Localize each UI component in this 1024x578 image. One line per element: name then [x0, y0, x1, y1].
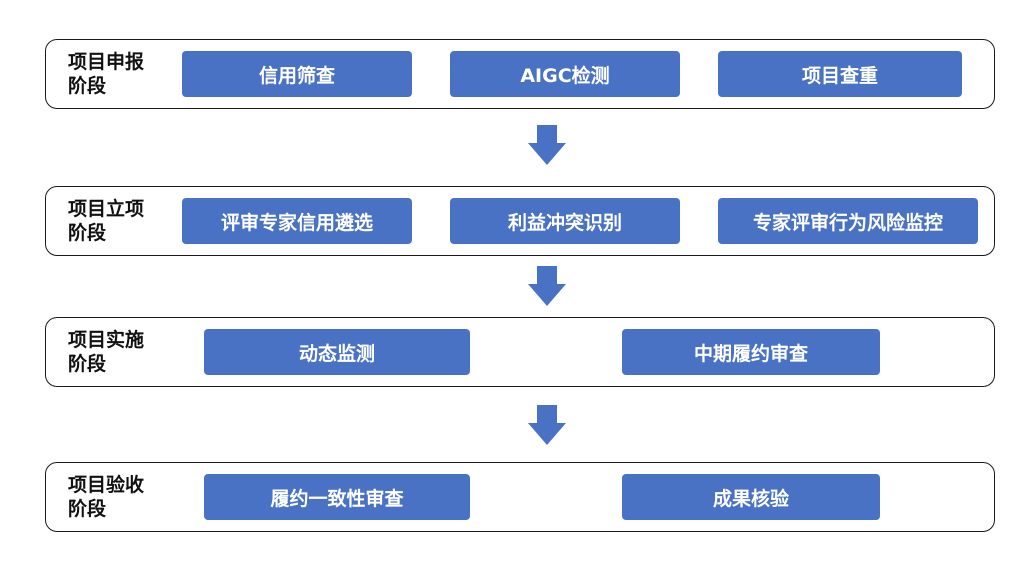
stage-approval: 项目立项阶段 评审专家信用遴选 利益冲突识别 专家评审行为风险监控	[45, 186, 995, 256]
stage-implementation: 项目实施阶段 动态监测 中期履约审查	[45, 317, 995, 387]
step-consistency-review: 履约一致性审查	[204, 474, 470, 520]
down-arrow-icon	[528, 125, 566, 165]
down-arrow-icon	[528, 405, 566, 445]
step-dynamic-monitoring: 动态监测	[204, 329, 470, 375]
stage-application: 项目申报阶段 信用筛查 AIGC检测 项目查重	[45, 39, 995, 109]
step-expert-credit-selection: 评审专家信用遴选	[182, 198, 412, 244]
step-midterm-review: 中期履约审查	[622, 329, 880, 375]
stage-acceptance: 项目验收阶段 履约一致性审查 成果核验	[45, 462, 995, 532]
stage-label: 项目验收阶段	[68, 474, 145, 520]
step-review-risk-monitoring: 专家评审行为风险监控	[718, 198, 978, 244]
step-credit-screening: 信用筛查	[182, 51, 412, 97]
stage-label: 项目立项阶段	[68, 198, 145, 244]
stage-label: 项目实施阶段	[68, 329, 145, 375]
step-aigc-detection: AIGC检测	[450, 51, 680, 97]
stage-label: 项目申报阶段	[68, 51, 145, 97]
step-result-verification: 成果核验	[622, 474, 880, 520]
step-duplicate-check: 项目查重	[718, 51, 962, 97]
down-arrow-icon	[528, 266, 566, 306]
step-conflict-of-interest: 利益冲突识别	[450, 198, 680, 244]
